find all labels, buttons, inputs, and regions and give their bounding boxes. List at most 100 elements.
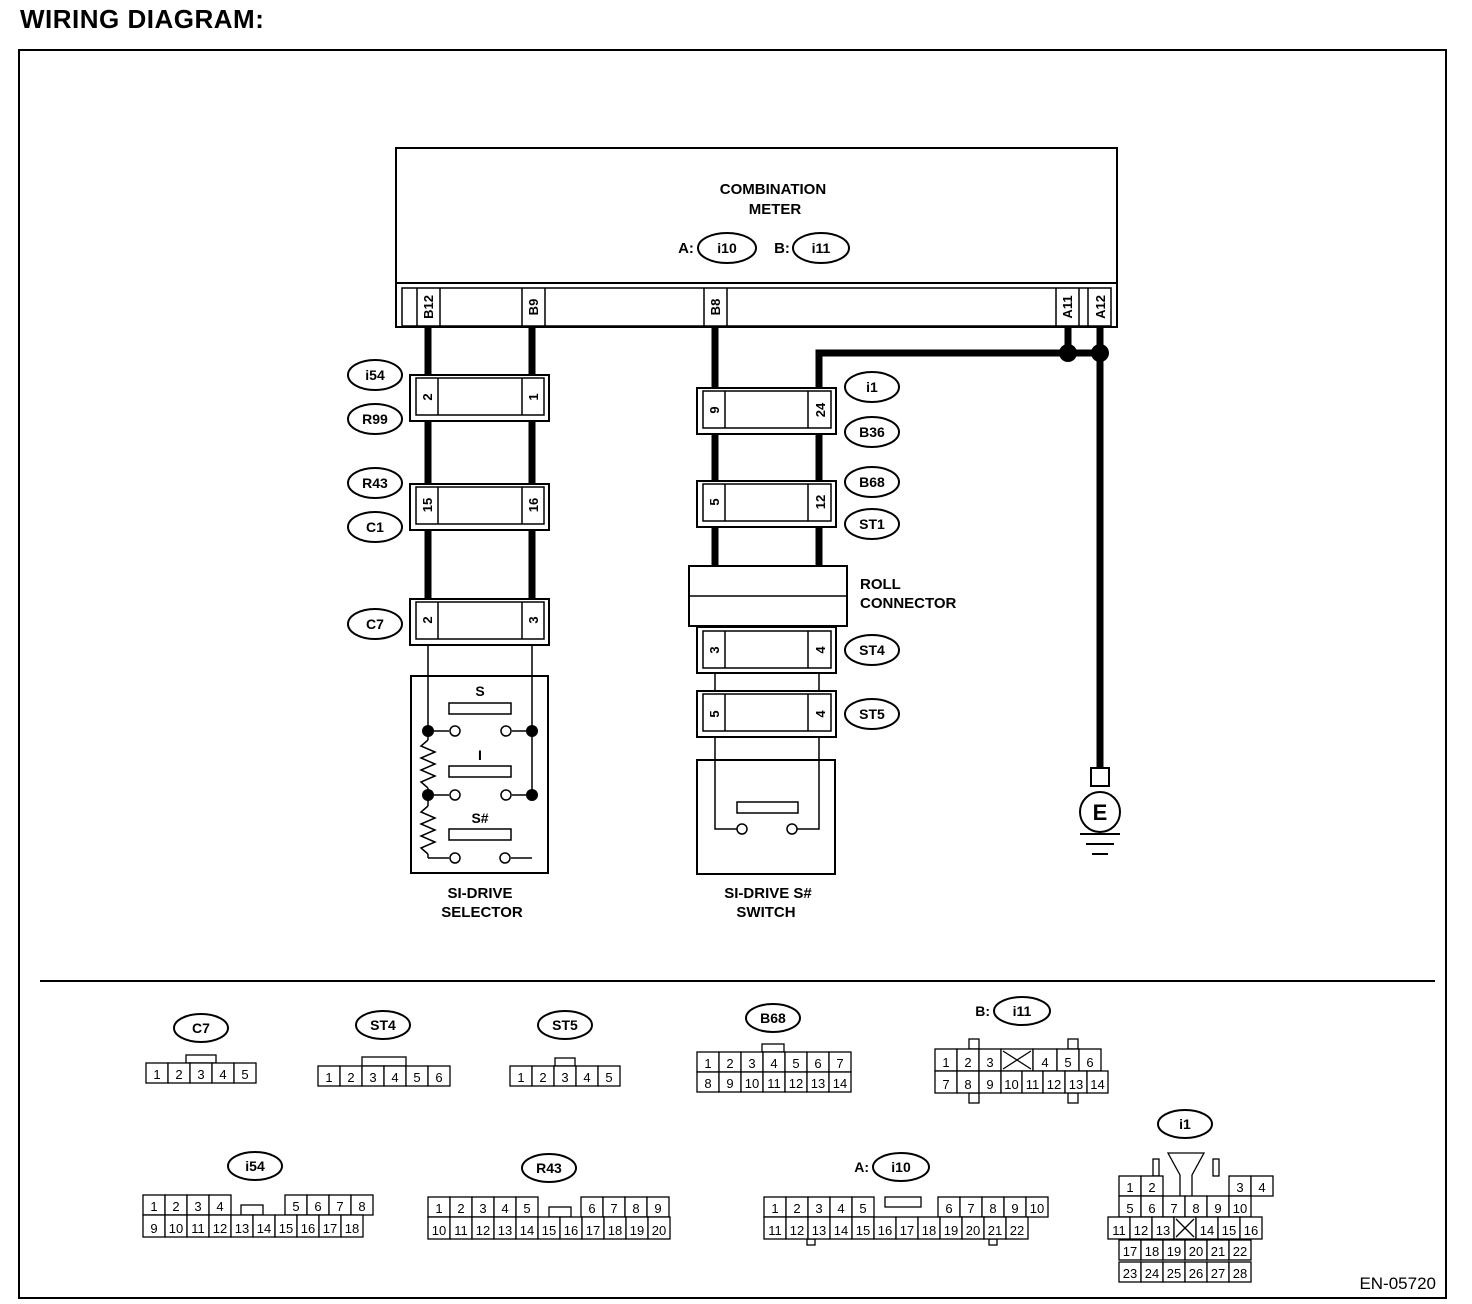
view-tag-r43: R43 xyxy=(536,1160,562,1176)
pin-number-i54: 17 xyxy=(323,1221,337,1236)
tag-b36: B36 xyxy=(859,424,885,440)
si-drive-s-switch xyxy=(696,737,836,875)
pin: 9 xyxy=(707,406,722,413)
pin-number-b68: 10 xyxy=(745,1076,759,1091)
pin-cell xyxy=(427,1065,451,1087)
pin-number-i54: 2 xyxy=(172,1199,179,1214)
pin-cell xyxy=(1228,1261,1252,1283)
pin-number-c7: 5 xyxy=(241,1067,248,1082)
pin: 5 xyxy=(707,498,722,505)
connector-lock xyxy=(1067,1038,1079,1050)
pin-number-b68: 3 xyxy=(748,1056,755,1071)
tag-st1: ST1 xyxy=(859,516,885,532)
pin-number-i1: 5 xyxy=(1126,1201,1133,1216)
pin-number-i54: 14 xyxy=(257,1221,271,1236)
mode-i: I xyxy=(478,747,482,763)
pin-number-r43: 12 xyxy=(476,1223,490,1238)
pin-number-i11: 9 xyxy=(986,1077,993,1092)
pin-number-i10: 17 xyxy=(900,1223,914,1238)
pin-number-b68: 14 xyxy=(833,1076,847,1091)
pin-number-c7: 3 xyxy=(197,1067,204,1082)
pin-number-i1: 19 xyxy=(1167,1244,1181,1259)
meter-pin-b9: B9 xyxy=(526,299,541,316)
pin-number-r43: 8 xyxy=(632,1201,639,1216)
pin-number-b68: 4 xyxy=(770,1056,777,1071)
connector-lock xyxy=(548,1206,572,1218)
pin-number-st4: 3 xyxy=(369,1070,376,1085)
ground-label: E xyxy=(1093,800,1108,825)
pin-number-i11: 11 xyxy=(1026,1077,1040,1092)
view-tag-oval xyxy=(1157,1109,1213,1139)
pin-number-i1: 7 xyxy=(1170,1201,1177,1216)
pin-number-st5: 1 xyxy=(517,1070,524,1085)
connector-lock xyxy=(968,1092,980,1104)
tag-b68: B68 xyxy=(859,474,885,490)
pin-number-i1: 13 xyxy=(1156,1223,1170,1238)
mode-s-sharp: S# xyxy=(471,810,488,826)
pin-number-r43: 2 xyxy=(457,1201,464,1216)
meter-conn-a-label: A: xyxy=(678,240,694,257)
pin-number-b68: 1 xyxy=(704,1056,711,1071)
splice-a12 xyxy=(1091,344,1109,362)
pin-number-i54: 11 xyxy=(191,1221,205,1236)
pin-number-i1: 4 xyxy=(1258,1180,1265,1195)
tag-r99: R99 xyxy=(362,411,388,427)
view-tag-st5: ST5 xyxy=(552,1017,578,1033)
view-tag-st4: ST4 xyxy=(370,1017,396,1033)
pin-number-i54: 12 xyxy=(213,1221,227,1236)
pin: 2 xyxy=(420,393,435,400)
pin-number-i54: 18 xyxy=(345,1221,359,1236)
roll-connector xyxy=(688,565,848,627)
pin-number-i1: 18 xyxy=(1145,1244,1159,1259)
pin-number-i11: 5 xyxy=(1064,1055,1071,1070)
pin-number-i10: 9 xyxy=(1011,1201,1018,1216)
pin-number-i1: 15 xyxy=(1222,1223,1236,1238)
pin: 12 xyxy=(813,495,828,509)
pin-number-b68: 9 xyxy=(726,1076,733,1091)
pin-number-i10: 8 xyxy=(989,1201,996,1216)
pin-number-i10: 10 xyxy=(1030,1201,1044,1216)
tag-c1: C1 xyxy=(366,519,384,535)
view-tag-oval xyxy=(173,1013,229,1043)
pin-number-r43: 6 xyxy=(588,1201,595,1216)
pin-number-i10: 14 xyxy=(834,1223,848,1238)
view-tag-b68: B68 xyxy=(760,1010,786,1026)
pin: 24 xyxy=(813,402,828,417)
pin-number-i54: 1 xyxy=(150,1199,157,1214)
mode-s: S xyxy=(475,683,484,699)
pin-number-r43: 16 xyxy=(564,1223,578,1238)
meter-title-line1: COMBINATION xyxy=(720,181,826,198)
splice-a11 xyxy=(1059,344,1077,362)
connector-lock xyxy=(761,1043,785,1053)
connector-c7: 2 3 xyxy=(409,598,550,646)
pin-number-i10: 19 xyxy=(944,1223,958,1238)
pin-number-b68: 12 xyxy=(789,1076,803,1091)
connector-lock xyxy=(1212,1158,1220,1177)
pin-number-r43: 13 xyxy=(498,1223,512,1238)
pin-number-i10: 4 xyxy=(837,1201,844,1216)
pin-number-r43: 15 xyxy=(542,1223,556,1238)
selector-label-line2: SELECTOR xyxy=(441,904,523,921)
meter-title-line2: METER xyxy=(749,201,802,218)
pin-number-i54: 6 xyxy=(314,1199,321,1214)
pin-number-i11: 7 xyxy=(942,1077,949,1092)
pin-number-i1: 17 xyxy=(1123,1244,1137,1259)
pin-number-st5: 4 xyxy=(583,1070,590,1085)
pin-number-r43: 11 xyxy=(454,1223,468,1238)
pin-number-i10: 3 xyxy=(815,1201,822,1216)
s-switch-label-line2: SWITCH xyxy=(736,904,795,921)
pin: 16 xyxy=(526,498,541,512)
pin-number-i1: 8 xyxy=(1192,1201,1199,1216)
pin-number-b68: 6 xyxy=(814,1056,821,1071)
view-tag-i54: i54 xyxy=(245,1158,265,1174)
pin-number-i10: 21 xyxy=(988,1223,1002,1238)
pin-number-i11: 10 xyxy=(1004,1077,1018,1092)
diagram-frame xyxy=(18,49,1447,1299)
pin-number-st4: 5 xyxy=(413,1070,420,1085)
pin-cell xyxy=(1025,1196,1049,1218)
pin-number-r43: 5 xyxy=(523,1201,530,1216)
pin-number-b68: 2 xyxy=(726,1056,733,1071)
connector-i1-b36: 9 24 xyxy=(696,387,837,435)
pin-number-i11: 3 xyxy=(986,1055,993,1070)
